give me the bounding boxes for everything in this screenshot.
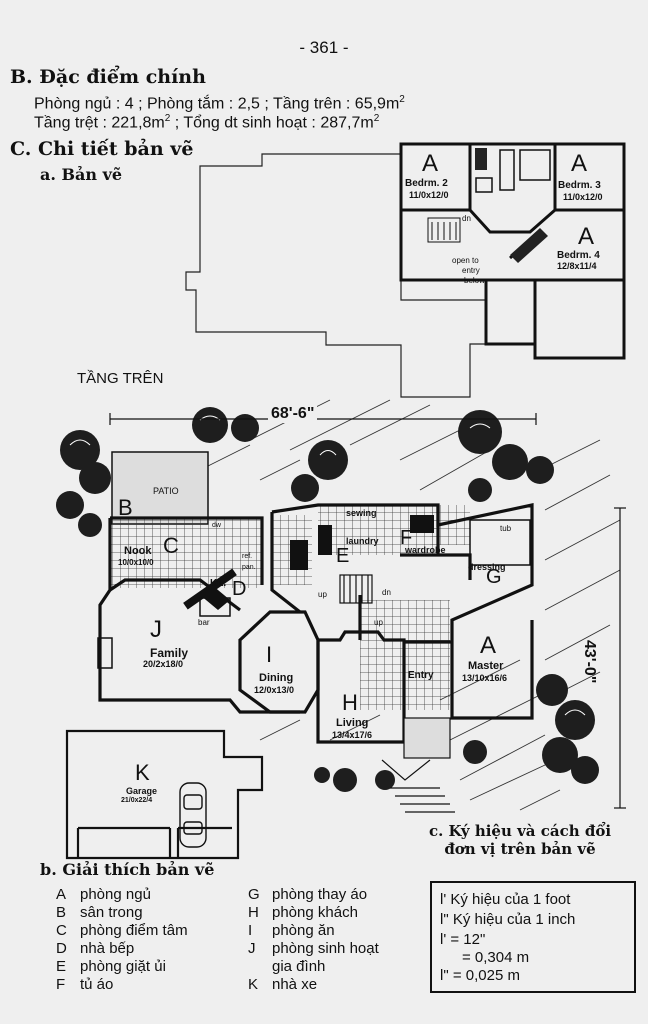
dw-label: dw	[212, 522, 221, 529]
below-label: below	[464, 276, 485, 285]
upper-floor-fixtures	[427, 148, 551, 263]
conversion-foot-inches: l' = 12"	[440, 931, 486, 948]
spec-line-1: Phòng ngủ : 4 ; Phòng tắm : 2,5 ; Tầng t…	[34, 94, 405, 113]
section-b-title: B. Đặc điểm chính	[10, 66, 206, 88]
patio-area	[111, 451, 209, 525]
room-i-letter: I	[266, 642, 273, 667]
bedroom-4-label: Bedrm. 4	[557, 250, 600, 261]
subsection-c-title: c. Ký hiệu và cách đổi đơn vị trên bản v…	[400, 822, 640, 858]
master-label: Master	[468, 660, 504, 672]
open-to-label: open to	[452, 256, 479, 265]
dining-label: Dining	[259, 672, 294, 684]
subsection-c-line-1: c. Ký hiệu và cách đổi	[428, 822, 612, 840]
front-steps	[381, 717, 455, 813]
nook-label: Nook	[124, 545, 152, 557]
room-d-letter: D	[232, 578, 247, 600]
dn-label: dn	[382, 588, 391, 597]
nook-size: 10/0x10/0	[118, 558, 154, 567]
bedroom-3-size: 11/0x12/0	[563, 192, 603, 202]
pan-label: pan.	[242, 564, 256, 571]
ref-label: ref.	[242, 553, 253, 560]
room-a-letter: A	[480, 632, 497, 659]
master-size: 13/10x16/6	[462, 673, 508, 683]
room-g-letter: G	[486, 566, 502, 588]
room-h-letter: H	[342, 690, 358, 715]
entry-floor-label: Entry	[408, 670, 434, 681]
ground-floor-walls	[98, 503, 534, 744]
dining-size: 12/0x13/0	[254, 685, 295, 695]
page-number: - 361 -	[299, 38, 349, 57]
stairs	[339, 574, 373, 604]
subsection-a-title: a. Bản vẽ	[40, 165, 123, 184]
garage-outline	[65, 729, 264, 860]
room-j-letter: J	[150, 616, 162, 643]
ground-floor-plan	[56, 399, 626, 860]
conversion-foot: l' Ký hiệu của 1 foot	[440, 891, 571, 908]
garage-label: Garage	[126, 786, 158, 796]
room-c-letter: C	[163, 533, 179, 558]
room-b-letter: B	[118, 495, 133, 520]
conversion-inch: l" Ký hiệu của 1 inch	[440, 911, 576, 928]
family-size: 20/2x18/0	[143, 659, 184, 669]
bedroom-3-letter: A	[571, 150, 588, 177]
sewing-label: sewing	[346, 508, 377, 518]
section-c-title: C. Chi tiết bản vẽ	[10, 138, 194, 160]
room-f-letter: F	[400, 527, 413, 549]
room-k-letter: K	[135, 760, 150, 785]
up-label-1: up	[318, 590, 327, 599]
bedroom-2-letter: A	[422, 150, 439, 177]
trees	[56, 407, 599, 792]
conversion-inch-meters: l" = 0,025 m	[440, 967, 520, 984]
depth-dimension: 43'-0"	[581, 640, 598, 684]
living-label: Living	[336, 717, 369, 729]
patio-label: PATIO	[153, 486, 179, 496]
spec-line-2: Tầng trệt : 221,8m2 ; Tổng dt sinh hoạt …	[34, 113, 380, 132]
bedroom-2-label: Bedrm. 2	[405, 178, 448, 189]
upper-floor-caption: TẦNG TRÊN	[77, 370, 164, 387]
car-icon	[179, 782, 207, 848]
bedroom-4-letter: A	[578, 223, 595, 250]
bedroom-3-label: Bedrm. 3	[558, 180, 601, 191]
family-label: Family	[150, 646, 189, 660]
bedroom-4-size: 12/8x11/4	[557, 261, 597, 271]
living-size: 13/4x17/6	[332, 730, 373, 740]
tree-highlights	[69, 415, 586, 716]
upper-floor-plan	[185, 142, 626, 398]
room-e-letter: E	[336, 545, 350, 567]
width-dimension: 68'-6"	[268, 405, 318, 423]
subsection-c-line-2: đơn vị trên bản vẽ	[444, 840, 596, 858]
wardrobe-label: wardrobe	[405, 545, 446, 555]
up-label-2: up	[374, 618, 383, 627]
conversion-foot-meters: = 0,304 m	[462, 949, 530, 966]
conversion-box: l' Ký hiệu của 1 foot l" Ký hiệu của 1 i…	[430, 881, 636, 993]
bar-label: bar	[198, 618, 210, 627]
dimension-lines	[109, 413, 626, 809]
tub-label: tub	[500, 524, 512, 533]
kitchen-label: Kit.	[210, 578, 227, 589]
upper-dn-label: dn	[462, 214, 471, 223]
laundry-label: laundry	[346, 536, 379, 546]
subsection-b-title: b. Giải thích bản vẽ	[40, 860, 215, 879]
legend-item: gia đình	[272, 958, 326, 975]
ground-fixtures	[97, 515, 531, 669]
entry-label: entry	[462, 266, 480, 275]
bedroom-2-size: 11/0x12/0	[409, 190, 449, 200]
garage-size: 21/0x22/4	[121, 797, 153, 804]
dressing-label: dressing	[468, 562, 506, 572]
